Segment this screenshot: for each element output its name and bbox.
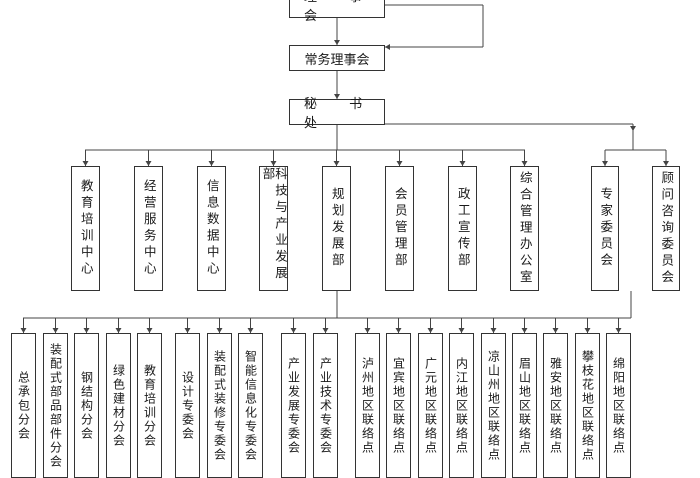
arrow-branch-4 <box>115 328 122 333</box>
branch-box-15-label: 凉山州地区联络点 <box>486 349 501 462</box>
arrow-branch-3 <box>83 328 90 333</box>
arrow-loop <box>385 44 390 50</box>
department-box-6[interactable]: 会员管理部 <box>385 166 414 291</box>
branch-box-3-label: 钢结构分会 <box>79 370 94 441</box>
arrow-branch-1 <box>20 328 27 333</box>
branch-box-16[interactable]: 眉山地区联络点 <box>512 333 537 478</box>
branch-box-17[interactable]: 雅安地区联络点 <box>543 333 568 478</box>
secretariat-label: 秘 书 处 <box>304 97 377 131</box>
arrow-branch-10 <box>322 328 329 333</box>
branch-box-17-label: 雅安地区联络点 <box>548 356 563 455</box>
arrow-dept-4 <box>270 161 277 166</box>
branch-box-5[interactable]: 教育培训分会 <box>137 333 162 478</box>
branch-box-1-label: 总承包分会 <box>16 370 31 441</box>
department-box-2[interactable]: 经营服务中心 <box>134 166 163 291</box>
arrow-branch-17 <box>552 328 559 333</box>
committee-box-1-label: 专家委员会 <box>598 187 614 270</box>
branch-box-1[interactable]: 总承包分会 <box>11 333 36 478</box>
standing-committee-box[interactable]: 常务理事会 <box>289 45 385 71</box>
arrow-dept-5 <box>333 161 340 166</box>
branch-box-12-label: 宜宾地区联络点 <box>391 356 406 455</box>
branch-box-7-label: 装配式装修专委会 <box>212 349 227 462</box>
arrow-branch-9 <box>290 328 297 333</box>
arrow-branch-18 <box>584 328 591 333</box>
department-box-8-label: 综合管理办公室 <box>517 170 533 287</box>
branch-box-4[interactable]: 绿色建材分会 <box>106 333 131 478</box>
committee-box-2-label: 顾问咨询委员会 <box>659 170 675 287</box>
department-box-5[interactable]: 规划发展部 <box>322 166 351 291</box>
branch-box-6[interactable]: 设计专委会 <box>175 333 200 478</box>
arrow-dept-2 <box>145 161 152 166</box>
branch-box-5-label: 教育培训分会 <box>142 363 157 448</box>
arrow-branch-2 <box>52 328 59 333</box>
committee-box-2[interactable]: 顾问咨询委员会 <box>652 166 680 291</box>
arrow-dept-8 <box>521 161 528 166</box>
branch-box-14[interactable]: 内江地区联络点 <box>449 333 474 478</box>
arrow-com-2 <box>663 161 669 166</box>
branch-box-13[interactable]: 广元地区联络点 <box>418 333 443 478</box>
branch-box-18[interactable]: 攀枝花地区联络点 <box>575 333 600 478</box>
arrow-branch-12 <box>395 328 402 333</box>
arrow-com-1 <box>602 161 608 166</box>
department-box-2-label: 经营服务中心 <box>141 179 157 278</box>
arrow-branch-6 <box>184 328 191 333</box>
branch-box-11-label: 泸州地区联络点 <box>360 356 375 455</box>
branch-box-19-label: 绵阳地区联络点 <box>611 356 626 455</box>
department-box-8[interactable]: 综合管理办公室 <box>510 166 539 291</box>
arrow-branch-19 <box>615 328 622 333</box>
branch-box-19[interactable]: 绵阳地区联络点 <box>606 333 631 478</box>
arrow-branch-14 <box>458 328 465 333</box>
branch-box-9-label: 产业发展专委会 <box>286 356 301 455</box>
branch-box-7[interactable]: 装配式装修专委会 <box>207 333 232 478</box>
arrow-committee-junction <box>630 126 636 131</box>
arrow-branch-5 <box>146 328 153 333</box>
department-box-1[interactable]: 教育培训中心 <box>71 166 100 291</box>
department-box-6-label: 会员管理部 <box>392 187 408 270</box>
secretariat-box[interactable]: 秘 书 处 <box>289 97 385 131</box>
branch-box-2[interactable]: 装配式部品部件分会 <box>43 333 68 478</box>
branch-box-2-label: 装配式部品部件分会 <box>48 342 63 469</box>
arrow-dept-7 <box>459 161 466 166</box>
arrow-branch-16 <box>521 328 528 333</box>
branch-box-10[interactable]: 产业技术专委会 <box>313 333 338 478</box>
department-box-4-label: 科技与产业发展部 <box>260 167 289 283</box>
arrow-branch-15 <box>490 328 497 333</box>
branch-box-3[interactable]: 钢结构分会 <box>74 333 99 478</box>
arrow-dept-6 <box>396 161 403 166</box>
arrow-standing <box>334 40 340 45</box>
department-box-3-label: 信息数据中心 <box>204 179 220 278</box>
standing-committee-label: 常务理事会 <box>304 52 370 68</box>
department-box-4[interactable]: 科技与产业发展部 <box>259 166 288 291</box>
council-box[interactable]: 理 事 会 <box>289 0 385 24</box>
arrow-secretariat <box>334 94 340 99</box>
branch-box-8[interactable]: 智能信息化专委会 <box>238 333 263 478</box>
arrow-dept-3 <box>208 161 215 166</box>
branch-box-14-label: 内江地区联络点 <box>454 356 469 455</box>
department-box-3[interactable]: 信息数据中心 <box>197 166 226 291</box>
department-box-7-label: 政工宣传部 <box>455 187 471 270</box>
department-box-1-label: 教育培训中心 <box>78 179 94 278</box>
branch-box-11[interactable]: 泸州地区联络点 <box>355 333 380 478</box>
branch-box-13-label: 广元地区联络点 <box>423 356 438 455</box>
arrow-branch-13 <box>427 328 434 333</box>
branch-box-18-label: 攀枝花地区联络点 <box>580 349 595 462</box>
branch-box-15[interactable]: 凉山州地区联络点 <box>481 333 506 478</box>
committee-box-1[interactable]: 专家委员会 <box>591 166 619 291</box>
branch-box-16-label: 眉山地区联络点 <box>517 356 532 455</box>
department-box-5-label: 规划发展部 <box>329 187 345 270</box>
branch-box-6-label: 设计专委会 <box>180 370 195 441</box>
branch-box-8-label: 智能信息化专委会 <box>243 349 258 462</box>
branch-box-9[interactable]: 产业发展专委会 <box>281 333 306 478</box>
arrow-branch-8 <box>247 328 254 333</box>
arrow-branch-7 <box>216 328 223 333</box>
arrow-branch-11 <box>364 328 371 333</box>
department-box-7[interactable]: 政工宣传部 <box>448 166 477 291</box>
branch-box-12[interactable]: 宜宾地区联络点 <box>386 333 411 478</box>
arrow-dept-1 <box>82 161 89 166</box>
council-label: 理 事 会 <box>304 0 362 24</box>
branch-box-4-label: 绿色建材分会 <box>111 363 126 448</box>
branch-box-10-label: 产业技术专委会 <box>318 356 333 455</box>
